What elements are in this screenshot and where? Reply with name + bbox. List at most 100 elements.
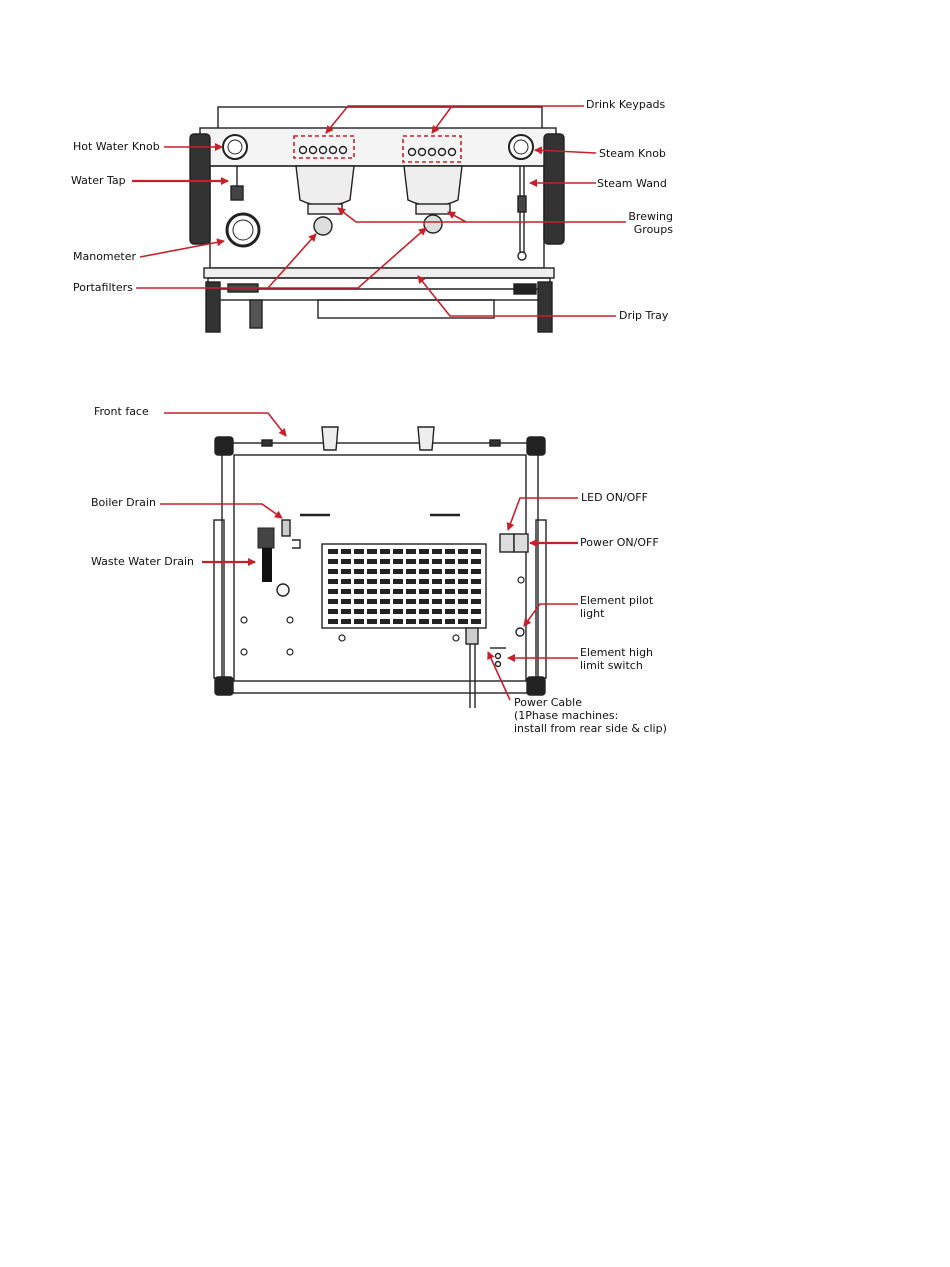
vent-slot <box>471 609 481 614</box>
vent-slot <box>432 619 442 624</box>
vent-slot <box>458 549 468 554</box>
vent-slot <box>445 579 455 584</box>
vent-slot <box>328 579 338 584</box>
label-steam-wand: Steam Wand <box>597 177 667 190</box>
vent-slot <box>393 609 403 614</box>
vent-slot <box>445 549 455 554</box>
label-power-cable: Power Cable (1Phase machines: install fr… <box>514 696 667 735</box>
vent-slot <box>393 599 403 604</box>
vent-slot <box>367 549 377 554</box>
label-hot-water-knob: Hot Water Knob <box>73 140 160 153</box>
vent-slot <box>419 549 429 554</box>
vent-slot <box>471 549 481 554</box>
vent-slot <box>406 569 416 574</box>
vent-slot <box>471 589 481 594</box>
element-high-limit-switch-icon <box>490 648 506 667</box>
vent-slot <box>393 579 403 584</box>
vent-slot <box>380 589 390 594</box>
steam-knob-icon <box>509 135 533 159</box>
vent-slot <box>458 589 468 594</box>
label-manometer: Manometer <box>73 250 136 263</box>
vent-slot <box>341 619 351 624</box>
vent-slot <box>354 609 364 614</box>
vent-slot <box>328 569 338 574</box>
boiler-drain-icon <box>282 520 300 548</box>
vent-slot <box>406 599 416 604</box>
vent-slot <box>406 559 416 564</box>
vent-slot <box>432 599 442 604</box>
vent-slot <box>458 559 468 564</box>
brewing-group-left <box>296 166 354 235</box>
vent-slot <box>328 619 338 624</box>
vent-slot <box>458 609 468 614</box>
vent-slot <box>445 609 455 614</box>
vent-slot <box>432 579 442 584</box>
steam-wand-icon <box>518 166 526 260</box>
vent-slot <box>432 589 442 594</box>
vent-slot <box>380 579 390 584</box>
vent-slot <box>432 569 442 574</box>
vent-slot <box>458 619 468 624</box>
vent-slot <box>354 579 364 584</box>
vent-slot <box>367 589 377 594</box>
vent-slot <box>328 549 338 554</box>
label-front-face: Front face <box>94 405 149 418</box>
vent-slot <box>471 619 481 624</box>
vent-slot <box>458 569 468 574</box>
label-water-tap: Water Tap <box>71 174 126 187</box>
vent-slot <box>380 609 390 614</box>
vent-slot <box>419 619 429 624</box>
vent-slot <box>380 569 390 574</box>
vent-slot <box>328 589 338 594</box>
vent-slot <box>393 549 403 554</box>
led-switch-icon <box>500 534 528 552</box>
vent-slot <box>445 599 455 604</box>
vent-slot <box>367 559 377 564</box>
vent-slot <box>341 559 351 564</box>
vent-slot <box>341 549 351 554</box>
power-cable-icon <box>466 628 478 708</box>
vent-slot <box>432 609 442 614</box>
vent-slot <box>393 569 403 574</box>
vent-slot <box>419 599 429 604</box>
vent-slot <box>419 579 429 584</box>
vent-slot <box>419 569 429 574</box>
vent-slot <box>341 579 351 584</box>
vent-slot <box>471 599 481 604</box>
label-element-pilot-light: Element pilot light <box>580 594 653 620</box>
vent-slot <box>406 579 416 584</box>
vent-slot <box>354 619 364 624</box>
vent-slot <box>406 589 416 594</box>
vent-slot <box>354 599 364 604</box>
vent-slot <box>445 569 455 574</box>
vent-slot <box>354 559 364 564</box>
vent-slot <box>419 589 429 594</box>
vent-slot <box>393 589 403 594</box>
vent-slot <box>367 609 377 614</box>
vent-slot <box>458 599 468 604</box>
label-power-on-off: Power ON/OFF <box>580 536 659 549</box>
vent-slot <box>367 579 377 584</box>
label-steam-knob: Steam Knob <box>599 147 666 160</box>
manometer-icon <box>227 214 259 246</box>
vent-slot <box>367 619 377 624</box>
vent-slot <box>406 619 416 624</box>
vent-slot <box>393 619 403 624</box>
label-portafilters: Portafilters <box>73 281 133 294</box>
vent-slot <box>367 599 377 604</box>
vent-grille <box>322 544 486 628</box>
vent-slot <box>380 619 390 624</box>
vent-slot <box>380 599 390 604</box>
vent-slot <box>367 569 377 574</box>
vent-slot <box>406 609 416 614</box>
vent-slot <box>432 549 442 554</box>
vent-slot <box>393 559 403 564</box>
vent-slot <box>445 559 455 564</box>
element-pilot-light-icon <box>516 628 524 636</box>
vent-slot <box>471 569 481 574</box>
vent-slot <box>341 589 351 594</box>
vent-slot <box>341 569 351 574</box>
vent-slot <box>445 589 455 594</box>
vent-slot <box>354 569 364 574</box>
